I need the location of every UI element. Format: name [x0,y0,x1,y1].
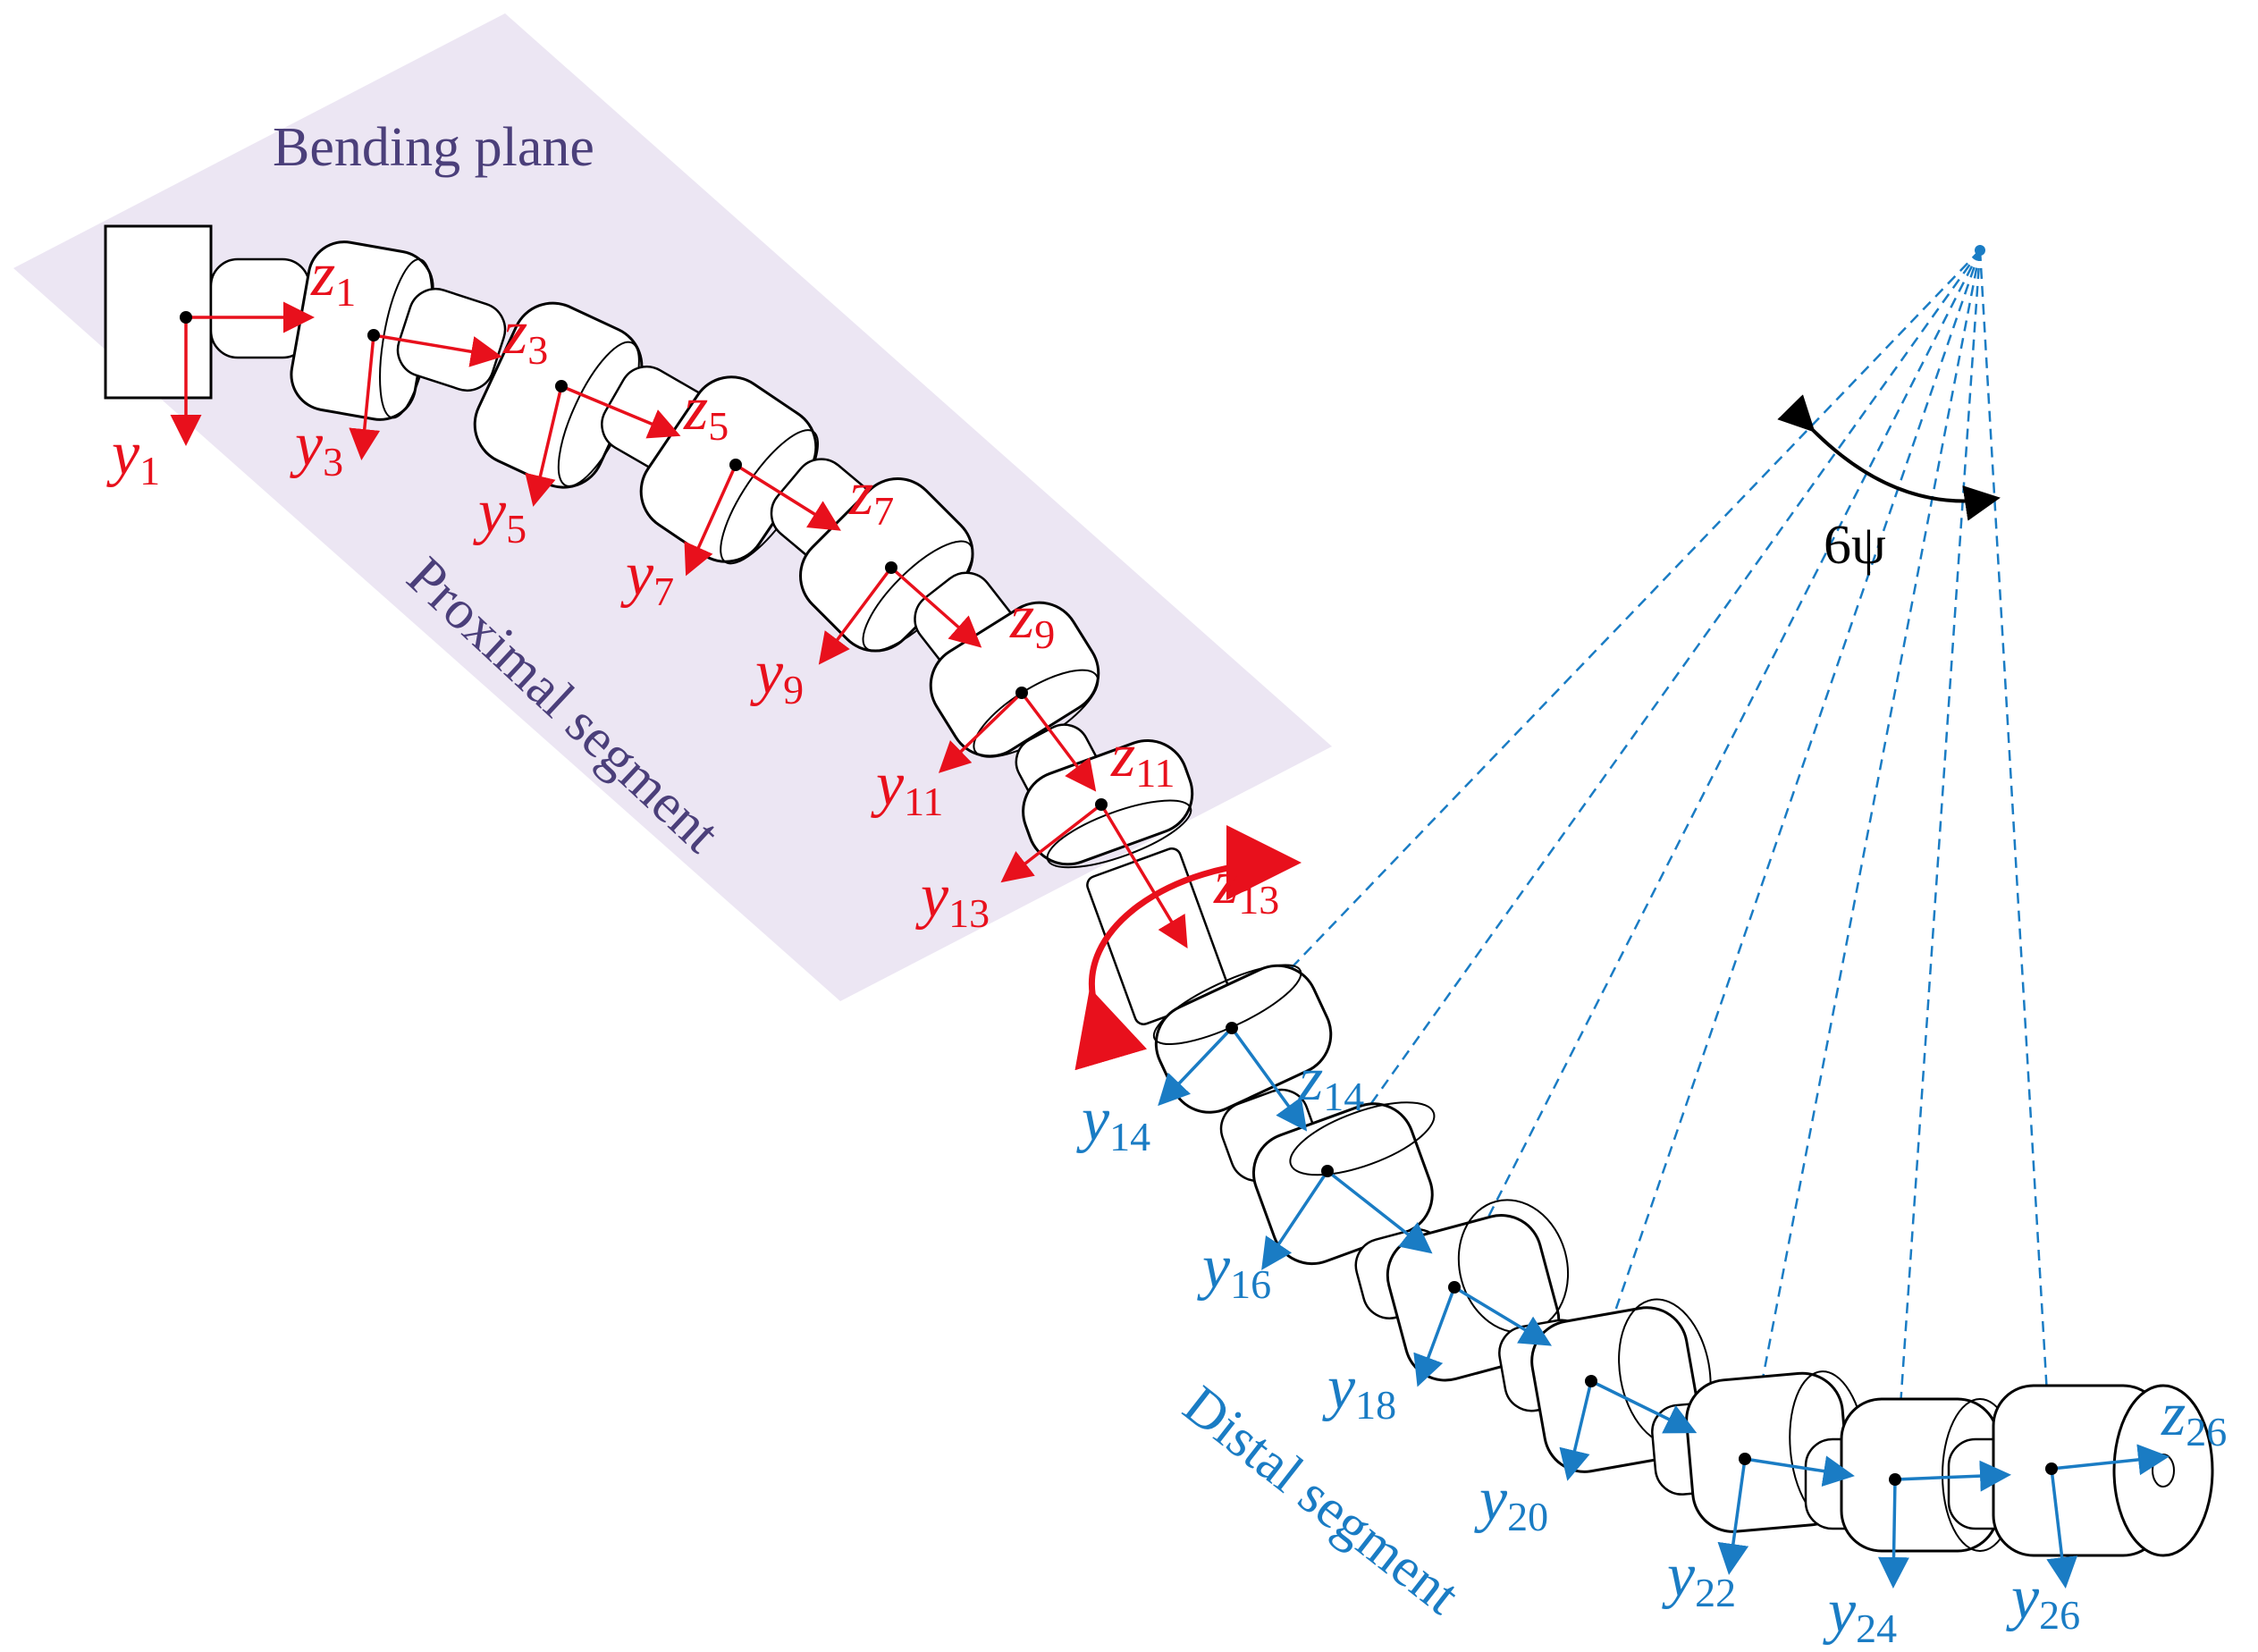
rotation-arc [1074,825,1302,1071]
angle-label: 6ψ [1824,515,1886,576]
label-z5: z5 [683,375,729,449]
label-y1: y1 [106,419,160,493]
label-z11: z11 [1110,721,1175,796]
label-y7: y7 [620,540,674,614]
label-y24: y24 [1823,1577,1897,1651]
label-y5: y5 [473,477,527,552]
proximal-frame-origins [180,311,1108,811]
apex-point [1975,245,1985,256]
label-y18: y18 [1322,1353,1396,1428]
label-y9: y9 [750,638,804,712]
label-z7: z7 [848,459,894,534]
angle-arc [1777,394,2001,521]
label-y14: y14 [1076,1085,1150,1159]
label-y22: y22 [1662,1541,1736,1615]
label-y20: y20 [1474,1465,1548,1539]
proximal-frames [170,301,1188,949]
label-z3: z3 [502,299,548,373]
label-y3: y3 [290,410,343,485]
label-z26: z26 [2161,1380,2227,1454]
label-y11: y11 [871,750,943,824]
distal-frames [1158,1026,2170,1589]
label-y13: y13 [915,862,990,936]
label-y26: y26 [2006,1564,2080,1638]
label-z13: z13 [1213,848,1279,923]
label-z9: z9 [1009,583,1055,657]
bending-plane-label: Bending plane [273,117,594,178]
label-z14: z14 [1298,1045,1364,1119]
distal-frame-origins [1226,1022,2058,1486]
label-z1: z1 [310,240,356,315]
proximal-labels: z1 y1 z3 y3 z5 y5 z7 y7 z9 y9 z11 y11 z1… [106,240,1279,936]
radial-dashed-lines [1233,249,2053,1485]
distal-labels: z14 y14 y16 y18 y20 y22 y24 z26 y26 [1076,1045,2227,1651]
distal-segment-label: Distal segment [1172,1374,1470,1626]
base-block [104,224,213,400]
label-y16: y16 [1197,1233,1271,1307]
